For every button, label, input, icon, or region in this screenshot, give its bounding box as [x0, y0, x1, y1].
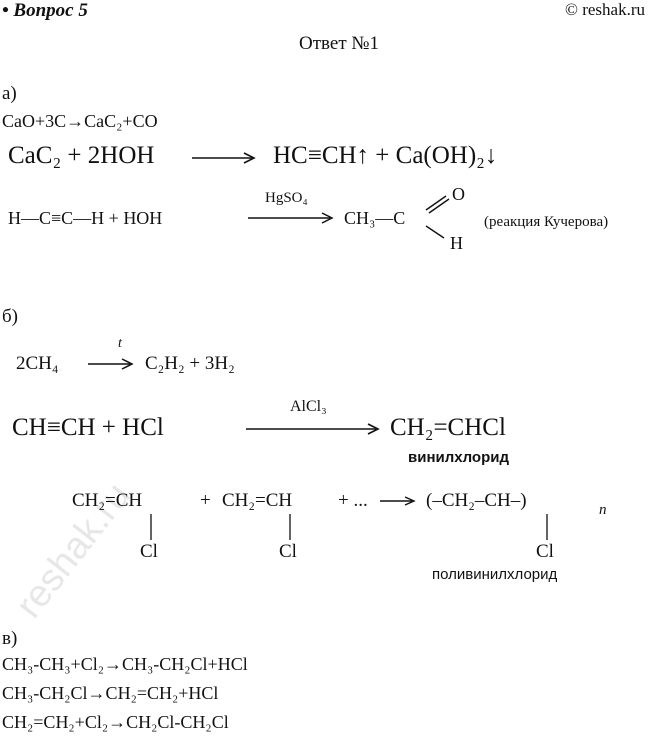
polymer-arrow	[380, 496, 416, 506]
section-c-line3: CH₂=CH₂+Cl₂→CH₂Cl-CH₂Cl	[2, 712, 229, 732]
plus-2: + ...	[338, 490, 368, 511]
question-label: • Вопрос 5	[2, 0, 88, 21]
a-eq1-arrow	[192, 152, 256, 164]
section-c-line1: CH₃-CH₃+Cl₂→CH₃-CH₂Cl+HCl	[2, 654, 248, 674]
b-eq1-right: C₂H₂ + 3H₂	[145, 353, 235, 374]
section-a-line1: CaO+3C→CaC₂+CO	[2, 111, 158, 131]
a-eq1-left: CaC₂ + 2HOH	[8, 142, 155, 169]
section-a-label: а)	[2, 83, 17, 104]
section-c-label: в)	[2, 628, 18, 649]
monomer-1: CH₂=CH	[72, 490, 143, 511]
site-credit[interactable]: © reshak.ru	[565, 0, 645, 19]
polymer-n: n	[599, 502, 607, 518]
b-eq2-catalyst: AlCl₃	[290, 398, 327, 415]
cl-1: Cl	[140, 541, 158, 562]
b-eq1-arrow	[88, 358, 134, 370]
plus-1: +	[200, 490, 211, 511]
kucherov-note: (реакция Кучерова)	[484, 214, 609, 230]
section-c-line2: CH₃-CH₂Cl→CH₂=CH₂+HCl	[2, 683, 219, 703]
vinyl-chloride-caption: винилхлорид	[408, 449, 509, 466]
cl-3: Cl	[536, 541, 554, 562]
b-eq2-arrow	[246, 423, 380, 435]
b-eq2-left: CH≡CH + HCl	[12, 414, 164, 441]
chloro-bonds	[150, 514, 548, 540]
a-eq2-hydrogen: H	[450, 233, 463, 253]
b-eq1-left: 2CH₄	[16, 353, 59, 374]
answer-title: Ответ №1	[299, 33, 379, 54]
b-eq2-right: CH₂=CHCl	[390, 414, 506, 441]
a-eq2-oxygen: O	[452, 184, 465, 204]
monomer-2: CH₂=CH	[222, 490, 293, 511]
section-b-label: б)	[2, 306, 18, 327]
pvc-caption: поливинилхлорид	[432, 566, 558, 583]
polymer-unit: (–CH₂–CH–)	[426, 490, 527, 511]
a-eq2-arrow	[248, 212, 334, 224]
a-eq2-left: H—C≡C—H + HOH	[8, 208, 163, 228]
a-eq2-product: CH₃—C	[344, 208, 406, 228]
a-eq2-catalyst: HgSO₄	[265, 190, 308, 206]
aldehyde-bonds	[425, 195, 450, 239]
b-eq1-over: t	[118, 336, 122, 351]
cl-2: Cl	[279, 541, 297, 562]
a-eq1-product: HC≡CH↑ + Ca(OH)₂↓	[273, 142, 498, 169]
